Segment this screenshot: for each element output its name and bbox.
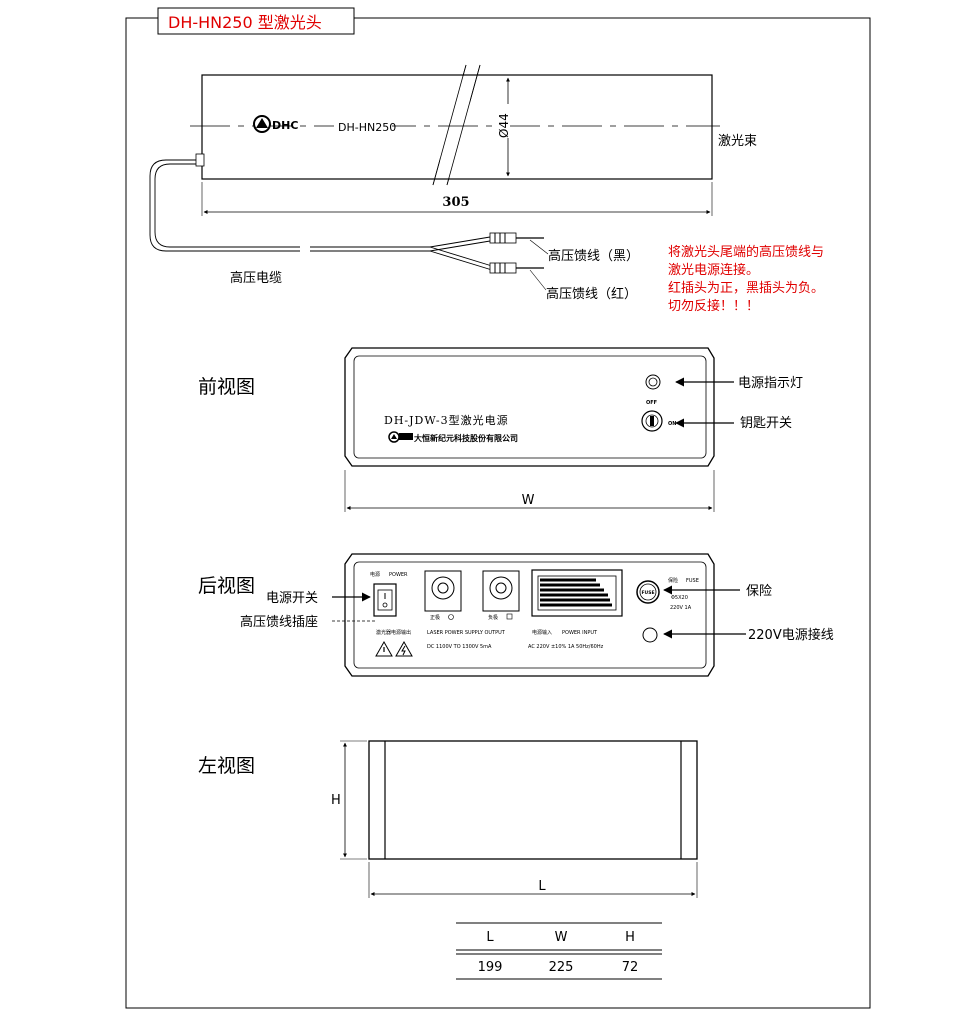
left-view-heading: 左视图 — [198, 755, 255, 777]
fuse-cn-label: 保险 — [668, 577, 678, 584]
power-input-label: 220V电源接线 — [748, 627, 834, 643]
rear-view-heading: 后视图 — [198, 575, 255, 597]
table-value-l: 199 — [478, 960, 503, 975]
model-label: DH-HN250 — [338, 121, 396, 134]
front-view-heading: 前视图 — [198, 376, 255, 398]
input-spec: AC 220V ±10% 1A 50Hz/60Hz — [528, 644, 604, 650]
note-line-2: 激光电源连接。 — [668, 262, 759, 278]
switch-off-label: OFF — [646, 400, 657, 406]
left-side-view — [340, 740, 698, 898]
logo-text: DHC — [272, 119, 298, 132]
pos-label: 正极 — [430, 614, 440, 621]
lead-black-label: 高压馈线（黑） — [548, 248, 639, 264]
input-cn: 电源输入 — [532, 629, 552, 636]
indicator-label: 电源指示灯 — [738, 376, 803, 391]
title-box — [157, 7, 355, 35]
table-header-w: W — [555, 930, 568, 945]
switch-on-label: ON — [668, 421, 676, 427]
table-header-h: H — [625, 930, 635, 945]
table-value-h: 72 — [622, 960, 639, 975]
power-switch-label: 电源开关 — [266, 591, 318, 606]
panel-title: DH-JDW-3型激光电源 — [384, 413, 509, 427]
cable-label: 高压电缆 — [230, 270, 282, 286]
front-panel: DH-JDW-3型激光电源 大恒新纪元科技股份有限公司 OFF ON — [344, 347, 734, 512]
height-label: H — [331, 793, 341, 808]
hv-output-cn: 激光器电源输出 — [376, 629, 411, 636]
length-l-label: L — [538, 879, 546, 894]
rear-panel: 电源 POWER 正极 负极 FUSE 保险 FUSE Φ5X20 220V 1… — [332, 553, 746, 677]
black-plug — [489, 232, 517, 244]
company-name: 大恒新纪元科技股份有限公司 — [414, 433, 518, 443]
fuse-size-label: Φ5X20 — [671, 595, 688, 601]
lead-red-label: 高压馈线（红） — [546, 286, 637, 302]
page-title: DH-HN250 型激光头 — [168, 13, 322, 32]
laser-head: DHC DH-HN250 Ø44 激光束 305 — [190, 64, 757, 216]
neg-label: 负极 — [488, 614, 498, 621]
fuse-cap-label: FUSE — [641, 590, 654, 596]
power-en-label: POWER — [389, 572, 408, 578]
power-cn-label: 电源 — [370, 571, 380, 578]
beam-label: 激光束 — [718, 134, 757, 149]
fuse-en-label: FUSE — [686, 578, 699, 584]
output-en: LASER POWER SUPPLY OUTPUT — [427, 630, 506, 636]
laser-tube — [201, 74, 713, 180]
fuse-rating-label: 220V 1A — [670, 605, 692, 611]
output-spec: DC 1100V TO 1300V 5mA — [427, 644, 492, 650]
high-voltage-icon — [395, 640, 413, 657]
key-switch-label: 钥匙开关 — [740, 416, 792, 431]
wiring-note: 将激光头尾端的高压馈线与 激光电源连接。 红插头为正，黑插头为负。 切勿反接！！… — [668, 244, 824, 314]
table-value-w: 225 — [549, 960, 574, 975]
hv-cable — [149, 159, 549, 291]
red-plug — [489, 262, 517, 274]
power-input-socket — [642, 627, 658, 643]
dimensions-table: L W H 199 225 72 — [456, 922, 662, 980]
fuse-label: 保险 — [746, 584, 772, 599]
hv-socket-label: 高压馈线插座 — [240, 614, 318, 630]
note-line-4: 切勿反接！！！ — [668, 298, 759, 314]
input-en: POWER INPUT — [562, 630, 598, 636]
diameter-label: Ø44 — [497, 113, 511, 138]
length-label: 305 — [442, 195, 469, 210]
table-header-l: L — [486, 930, 494, 945]
width-label: W — [522, 493, 535, 508]
note-line-3: 红插头为正，黑插头为负。 — [668, 280, 824, 296]
note-line-1: 将激光头尾端的高压馈线与 — [668, 244, 824, 260]
page-frame — [125, 17, 871, 1009]
